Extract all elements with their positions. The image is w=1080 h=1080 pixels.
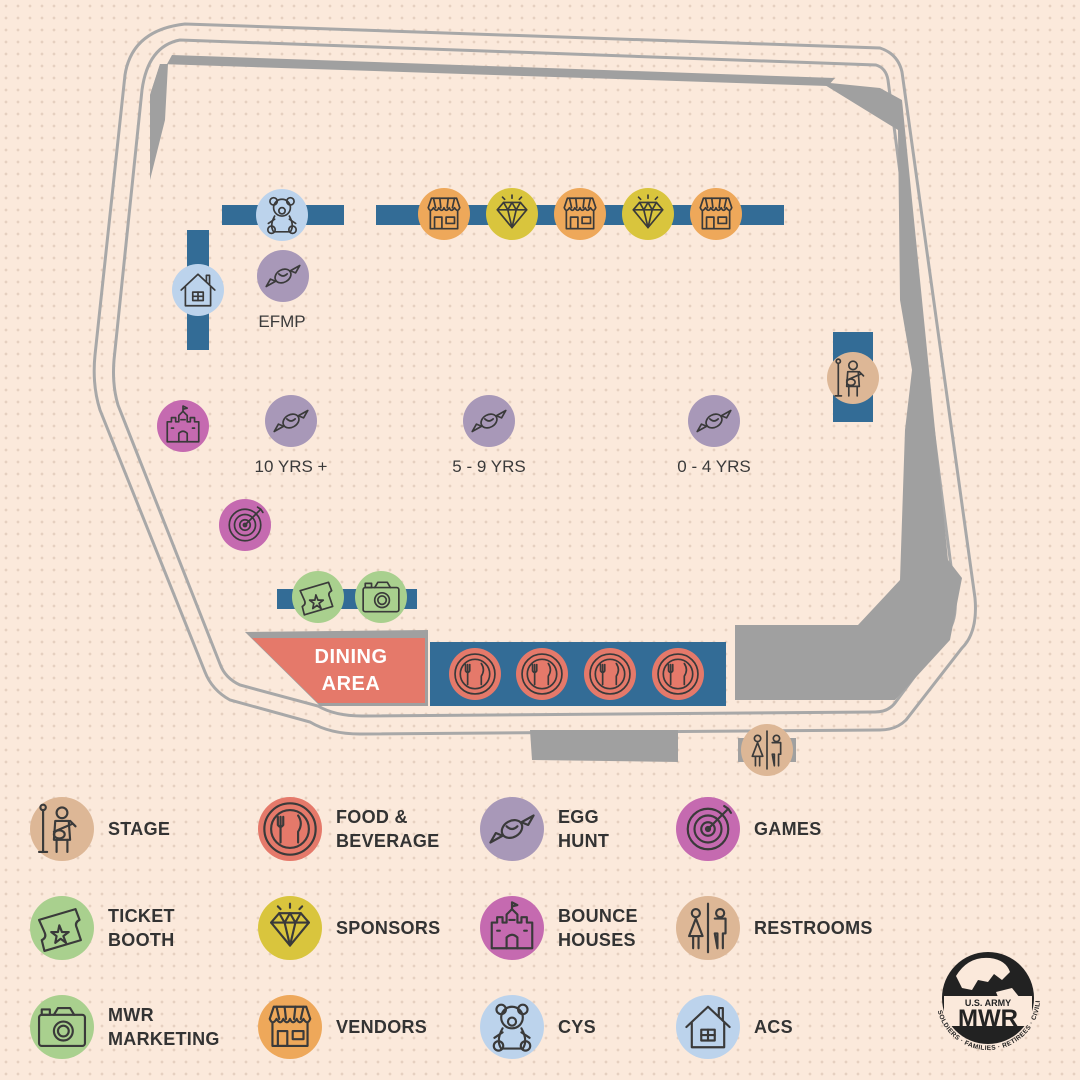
legend-item-cys: CYS xyxy=(480,995,596,1059)
north-walkway xyxy=(150,55,835,95)
east-grandstand xyxy=(735,82,962,700)
teddy-icon xyxy=(256,189,308,246)
diamond-icon xyxy=(258,896,322,960)
house-icon xyxy=(172,264,224,321)
vendor-icon xyxy=(258,995,322,1059)
legend-item-restrooms: RESTROOMS xyxy=(676,896,873,960)
castle-icon xyxy=(157,400,209,457)
logo-main-text: MWR xyxy=(958,1005,1018,1032)
us-army-mwr-logo: U.S. ARMY MWR SOLDIERS · FAMILIES · RETI… xyxy=(926,936,1042,1052)
candy-icon xyxy=(480,797,544,861)
legend-label-vendors: VENDORS xyxy=(336,1017,428,1037)
five-nine-label: 5 - 9 YRS xyxy=(452,457,526,476)
camera-icon xyxy=(355,571,407,628)
stage-icon xyxy=(827,352,879,409)
ticket-icon xyxy=(292,571,344,628)
legend-label-restrooms: RESTROOMS xyxy=(754,918,873,938)
efmp-label: EFMP xyxy=(258,312,306,331)
legend-label-sponsors: SPONSORS xyxy=(336,918,441,938)
legend-label-cys: CYS xyxy=(558,1017,596,1037)
legend-label-marketing: MWR MARKETING xyxy=(108,1005,220,1049)
diamond-icon xyxy=(486,188,538,245)
legend-item-sponsors: SPONSORS xyxy=(258,896,440,960)
candy-icon xyxy=(265,395,317,452)
outer-track-outline xyxy=(92,22,977,736)
legend-label-ticket: TICKET BOOTH xyxy=(108,906,175,950)
food-icon xyxy=(584,648,636,705)
legend-item-marketing: MWR MARKETING xyxy=(30,995,220,1059)
restroom-icon xyxy=(676,896,740,960)
legend-item-ticket: TICKET BOOTH xyxy=(30,896,175,960)
ten-plus-label: 10 YRS + xyxy=(254,457,328,476)
food-icon xyxy=(516,648,568,705)
logo-top-text: U.S. ARMY xyxy=(965,998,1011,1008)
candy-icon xyxy=(463,395,515,452)
zero-four-label: 0 - 4 YRS xyxy=(677,457,751,476)
candy-icon xyxy=(688,395,740,452)
vendor-icon xyxy=(554,188,606,245)
target-icon xyxy=(219,499,271,556)
house-icon xyxy=(676,995,740,1059)
ticket-icon xyxy=(30,896,94,960)
diamond-icon xyxy=(622,188,674,245)
vendor-icon xyxy=(690,188,742,245)
legend-label-games: GAMES xyxy=(754,819,822,839)
legend-label-bounce: BOUNCE HOUSES xyxy=(558,906,638,950)
vendor-icon xyxy=(418,188,470,245)
legend-item-food: FOOD & BEVERAGE xyxy=(258,797,439,861)
legend-label-food: FOOD & BEVERAGE xyxy=(336,807,440,851)
castle-icon xyxy=(480,896,544,960)
target-icon xyxy=(676,797,740,861)
food-icon xyxy=(449,648,501,705)
camera-icon xyxy=(30,995,94,1059)
food-icon xyxy=(258,797,322,861)
legend-label-acs: ACS xyxy=(754,1017,793,1037)
teddy-icon xyxy=(480,995,544,1059)
west-walkway xyxy=(150,64,168,188)
south-annex xyxy=(530,730,678,762)
dining-area xyxy=(252,638,425,703)
legend-item-bounce: BOUNCE HOUSES xyxy=(480,896,638,960)
legend-item-egg: EGG HUNT xyxy=(480,797,609,861)
candy-icon xyxy=(257,250,309,307)
stage-icon xyxy=(30,797,94,861)
legend-item-stage: STAGE xyxy=(30,797,170,861)
legend-label-egg: EGG HUNT xyxy=(558,807,610,851)
legend-item-games: GAMES xyxy=(676,797,822,861)
legend-item-acs: ACS xyxy=(676,995,793,1059)
legend-label-stage: STAGE xyxy=(108,819,171,839)
dining-area-label: DINING AREA xyxy=(314,646,388,695)
restroom-icon xyxy=(741,724,793,781)
legend-item-vendors: VENDORS xyxy=(258,995,427,1059)
food-icon xyxy=(652,648,704,705)
